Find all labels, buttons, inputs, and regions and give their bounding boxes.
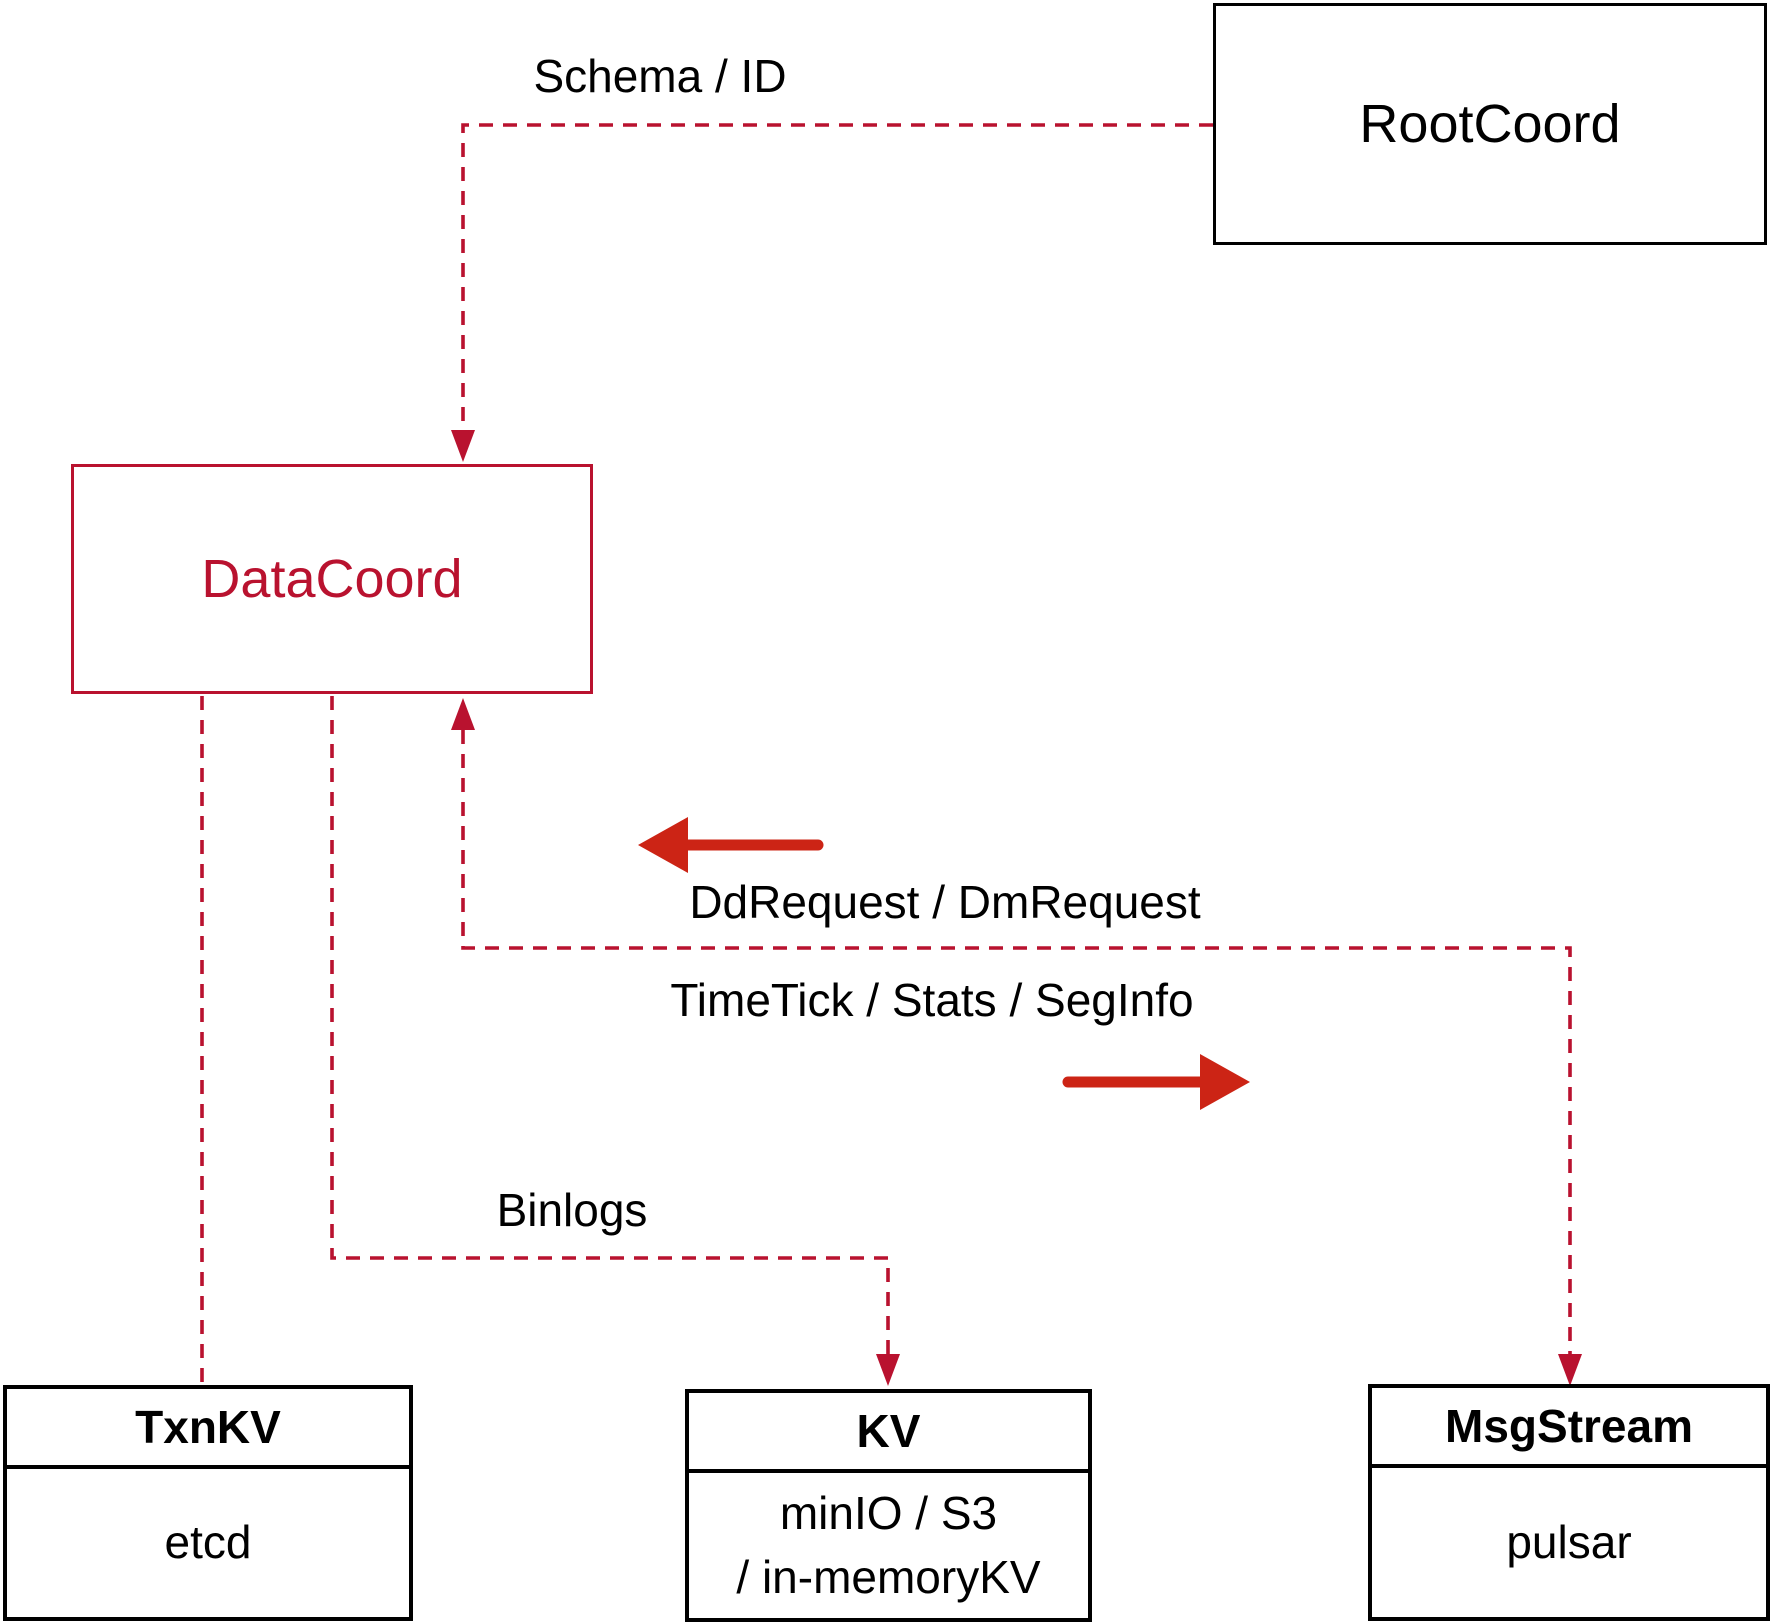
right-direction-arrow-icon bbox=[1200, 1054, 1250, 1110]
node-kv: KV minIO / S3 / in-memoryKV bbox=[685, 1389, 1092, 1622]
txnkv-body: etcd bbox=[164, 1516, 252, 1569]
ddrequest-timetick-connector bbox=[461, 730, 1572, 1356]
msgstream-title: MsgStream bbox=[1372, 1388, 1766, 1468]
edge-label-timetick: TimeTick / Stats / SegInfo bbox=[670, 974, 1194, 1026]
node-rootcoord: RootCoord bbox=[1213, 3, 1767, 245]
edge-label-ddrequest: DdRequest / DmRequest bbox=[689, 876, 1201, 928]
node-datacoord: DataCoord bbox=[71, 464, 593, 694]
left-direction-arrow-icon bbox=[638, 817, 688, 873]
timetick-arrowhead-down-icon bbox=[1558, 1354, 1582, 1386]
edge-label-binlogs: Binlogs bbox=[496, 1184, 648, 1236]
rootcoord-label: RootCoord bbox=[1359, 94, 1621, 154]
node-txnkv: TxnKV etcd bbox=[3, 1385, 413, 1621]
schema-id-arrowhead-down-icon bbox=[451, 430, 475, 462]
kv-title: KV bbox=[689, 1393, 1088, 1473]
msgstream-body: pulsar bbox=[1506, 1515, 1632, 1568]
kv-body-line1: minIO / S3 bbox=[779, 1487, 998, 1540]
ddrequest-arrowhead-up-icon bbox=[451, 698, 475, 730]
txnkv-title: TxnKV bbox=[7, 1389, 409, 1469]
kv-body-line2: / in-memoryKV bbox=[736, 1550, 1041, 1603]
schema-id-connector bbox=[461, 123, 1213, 432]
binlogs-connector bbox=[330, 696, 890, 1356]
node-msgstream: MsgStream pulsar bbox=[1368, 1384, 1770, 1621]
datacoord-label: DataCoord bbox=[201, 549, 463, 609]
edge-label-schema-id: Schema / ID bbox=[533, 50, 787, 102]
binlogs-arrowhead-down-icon bbox=[876, 1354, 900, 1386]
